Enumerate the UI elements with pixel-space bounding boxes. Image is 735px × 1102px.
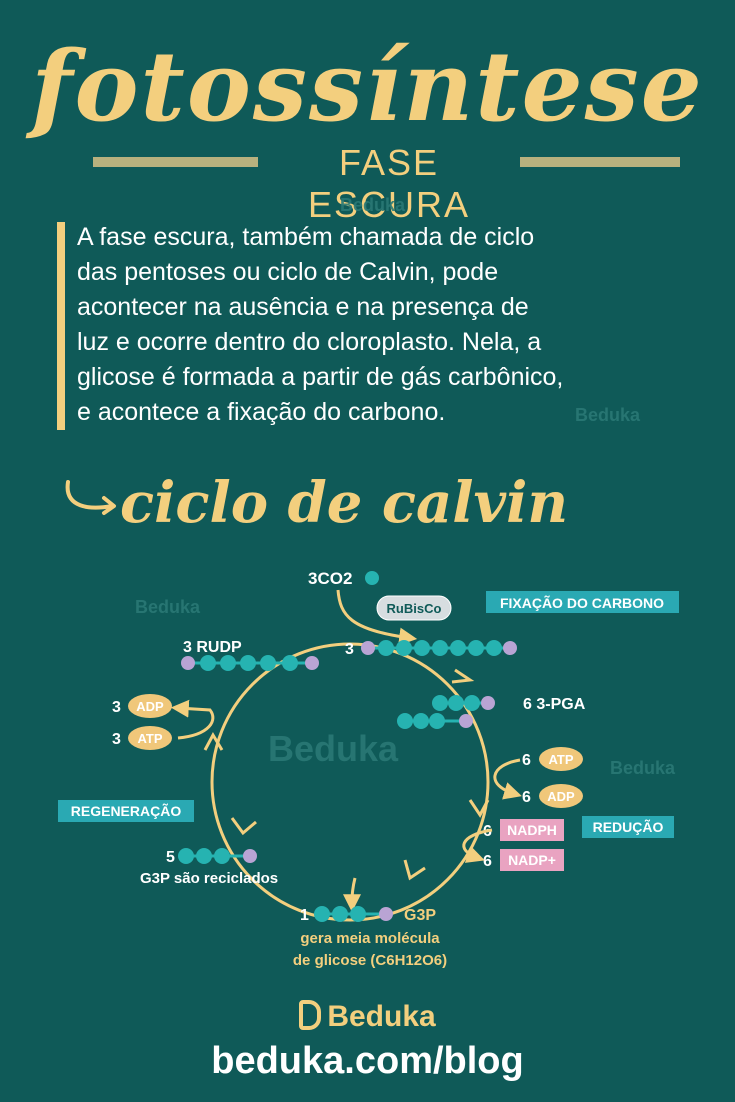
divider-left (93, 157, 258, 167)
brand-name: Beduka (327, 1000, 436, 1033)
glucose-line1: gera meia molécula (300, 930, 440, 947)
recycled-count: 5 (166, 849, 175, 866)
atp-left-count: 3 (112, 731, 121, 748)
cycle-arrow (451, 668, 475, 684)
nadp-badge (500, 849, 564, 871)
chain-count: 3 (345, 641, 354, 658)
glucose-line2: de glicose (C6H12O6) (293, 952, 447, 969)
co2-dot (365, 571, 379, 585)
rudp-label: 3 RUDP (183, 639, 242, 656)
regeneration-badge (58, 800, 194, 822)
cycle-arrow (230, 817, 257, 836)
pga-label: 6 3-PGA (523, 696, 586, 713)
atp-left-label: ATP (137, 731, 162, 746)
atp-right-label: ATP (548, 752, 573, 767)
atp-left-badge (128, 726, 172, 750)
reduction-badge (582, 816, 674, 838)
co2-arrow (336, 589, 418, 646)
rubisco-label: RuBisCo (387, 601, 442, 616)
co2-label: 3CO2 (308, 569, 352, 588)
intro-line: luz e ocorre dentro do cloroplasto. Nela… (77, 328, 542, 356)
adp-right-count: 6 (522, 789, 531, 806)
intro-accent-bar (57, 222, 65, 430)
nadph-arrow (462, 828, 493, 863)
fixation-label: FIXAÇÃO DO CARBONO (500, 594, 664, 611)
cycle-heading: ciclo de calvin (120, 470, 569, 536)
intro-line: e acontece a fixação do carbono. (77, 398, 446, 426)
adp-left-badge (128, 694, 172, 718)
adp-left-label: ADP (136, 699, 164, 714)
cycle-ring (210, 642, 490, 922)
blog-url[interactable]: beduka.com/blog (211, 1040, 524, 1082)
nadph-badge (500, 819, 564, 841)
divider-right (520, 157, 680, 167)
watermark-logo: Beduka (135, 597, 201, 617)
intro-line: das pentoses ou ciclo de Calvin, pode (77, 258, 499, 286)
page-subtitle: FASE ESCURA (307, 142, 471, 225)
brand-logo: Beduka (0, 1000, 735, 1034)
watermark-logo: Beduka (610, 758, 676, 778)
atp-adp-left-arrow (170, 699, 215, 740)
cycle-arrow (203, 731, 224, 751)
watermark-logo: Beduka (340, 195, 406, 215)
nadp-count: 6 (483, 853, 492, 870)
page-title: fotossíntese (31, 30, 704, 143)
subtitle-row: FASE ESCURA (0, 142, 735, 225)
output-chain (314, 906, 393, 922)
molecule-chain (361, 640, 517, 656)
nadp-label: NADP+ (508, 852, 556, 868)
atp-right-badge (539, 747, 583, 771)
cycle-arrow (468, 799, 490, 818)
intro-text: A fase escura, também chamada de ciclo d… (77, 220, 717, 430)
recycled-label: G3P são reciclados (140, 870, 278, 887)
adp-left-count: 3 (112, 699, 121, 716)
reduction-label: REDUÇÃO (593, 818, 664, 835)
rubisco-badge (376, 595, 452, 621)
brand-icon (299, 1000, 322, 1030)
atp-right-count: 6 (522, 752, 531, 769)
watermark-logo: Beduka (268, 728, 399, 769)
atp-adp-right-arrow (493, 758, 522, 800)
rudp-chain (181, 655, 319, 671)
calvin-cycle-diagram: 3CO2 RuBisCo FIXAÇÃO DO CARBONO 3 3 RUDP (58, 569, 679, 969)
intro-line: A fase escura, também chamada de ciclo (77, 223, 535, 251)
output-label: G3P (404, 907, 436, 924)
intro-line: glicose é formada a partir de gás carbôn… (77, 363, 564, 391)
adp-right-badge (539, 784, 583, 808)
curved-arrow-icon (65, 480, 116, 515)
regeneration-label: REGENERAÇÃO (71, 802, 182, 819)
output-arrow (343, 877, 362, 913)
nadph-label: NADPH (507, 822, 557, 838)
cycle-arrow (403, 859, 426, 881)
pga-chain (397, 695, 495, 729)
output-count: 1 (300, 907, 309, 924)
adp-right-label: ADP (547, 789, 575, 804)
watermark-logo: Beduka (575, 405, 641, 425)
fixation-badge (486, 591, 679, 613)
recycled-chain (178, 848, 257, 864)
intro-line: acontecer na ausência e na presença de (77, 293, 529, 321)
